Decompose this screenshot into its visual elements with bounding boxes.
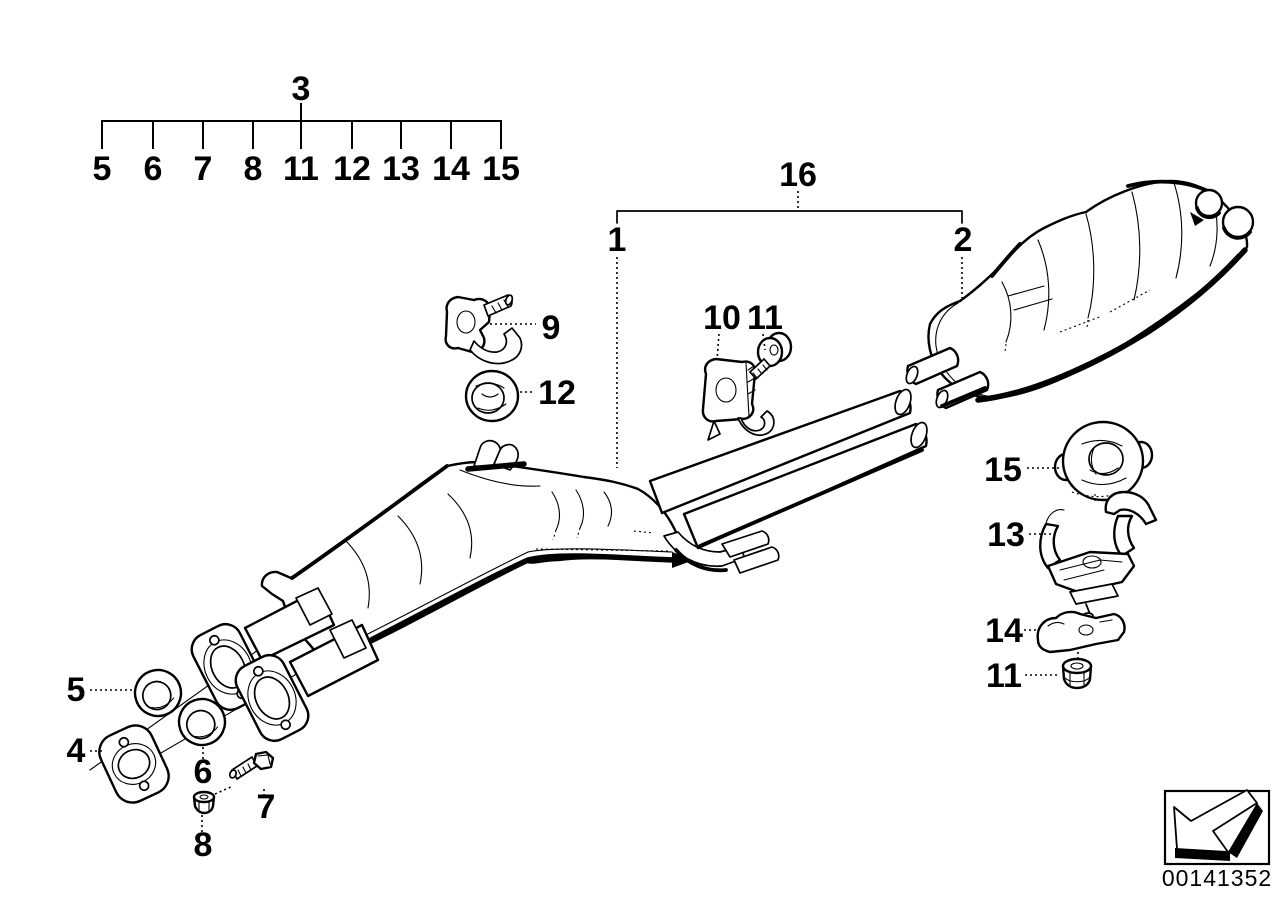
footer-stamp bbox=[1163, 789, 1271, 866]
legend-group-label[interactable]: 3 bbox=[292, 70, 311, 108]
legend-item-7[interactable]: 7 bbox=[194, 150, 213, 188]
legend-item-8[interactable]: 8 bbox=[244, 150, 263, 188]
front-silencer-inlet-pipes bbox=[190, 587, 380, 743]
rubber-mount-drawing bbox=[1053, 420, 1154, 502]
callout-flange[interactable]: 4 bbox=[67, 732, 86, 770]
callout-pipe-bracket[interactable]: 10 bbox=[703, 299, 741, 337]
callout-clamp[interactable]: 9 bbox=[542, 309, 561, 347]
assembly-group-label[interactable]: 16 bbox=[779, 156, 817, 194]
inlet-flange-2 bbox=[234, 653, 310, 743]
front-silencer-drawing bbox=[260, 439, 694, 659]
gasket-rear-drawing bbox=[177, 697, 227, 747]
callout-gasket-front[interactable]: 5 bbox=[67, 671, 86, 709]
connecting-pipes bbox=[648, 388, 928, 550]
callout-pipe-bolt[interactable]: 11 bbox=[747, 299, 783, 337]
fork-hanger-bracket bbox=[663, 530, 780, 574]
nut-front-drawing bbox=[192, 790, 216, 815]
direction-arrow-icon bbox=[1173, 789, 1263, 861]
callout-gasket-rear[interactable]: 6 bbox=[194, 753, 213, 791]
pipe-bracket-drawing bbox=[701, 357, 775, 441]
nut-right-drawing bbox=[1061, 652, 1093, 690]
drawing-number: 00141352 bbox=[1162, 865, 1272, 891]
assembly-bracket bbox=[616, 191, 963, 468]
hanger-lower-drawing bbox=[1036, 610, 1126, 654]
callout-front-silencer[interactable]: 1 bbox=[608, 221, 627, 259]
gasket-front-drawing bbox=[133, 668, 183, 718]
hanger-upper-drawing bbox=[1039, 490, 1158, 620]
rear-silencer-drawing bbox=[905, 179, 1255, 410]
legend-item-13[interactable]: 13 bbox=[382, 150, 420, 188]
legend-item-6[interactable]: 6 bbox=[144, 150, 163, 188]
callout-hanger-lower[interactable]: 14 bbox=[985, 612, 1023, 650]
flange-drawing bbox=[98, 724, 170, 804]
clamp-part-drawing bbox=[444, 294, 523, 365]
callout-grommet-left[interactable]: 12 bbox=[538, 374, 576, 412]
legend-item-12[interactable]: 12 bbox=[333, 150, 371, 188]
legend-item-14[interactable]: 14 bbox=[432, 150, 470, 188]
legend-bracket bbox=[101, 103, 502, 149]
legend-item-11[interactable]: 11 bbox=[283, 150, 319, 188]
callout-bolt[interactable]: 7 bbox=[257, 788, 276, 826]
callout-rear-silencer[interactable]: 2 bbox=[954, 221, 973, 259]
leader-10-11 bbox=[716, 333, 766, 361]
pipe-bolt-drawing bbox=[749, 331, 793, 380]
callout-nut-front[interactable]: 8 bbox=[194, 826, 213, 864]
callout-nut-right[interactable]: 11 bbox=[986, 657, 1022, 695]
callout-hanger-upper[interactable]: 13 bbox=[987, 516, 1025, 554]
legend-item-5[interactable]: 5 bbox=[93, 150, 112, 188]
grommet-left-drawing bbox=[464, 369, 520, 423]
bolt-drawing bbox=[228, 750, 275, 780]
callout-rubber-mount[interactable]: 15 bbox=[984, 451, 1022, 489]
legend-item-15[interactable]: 15 bbox=[482, 150, 520, 188]
